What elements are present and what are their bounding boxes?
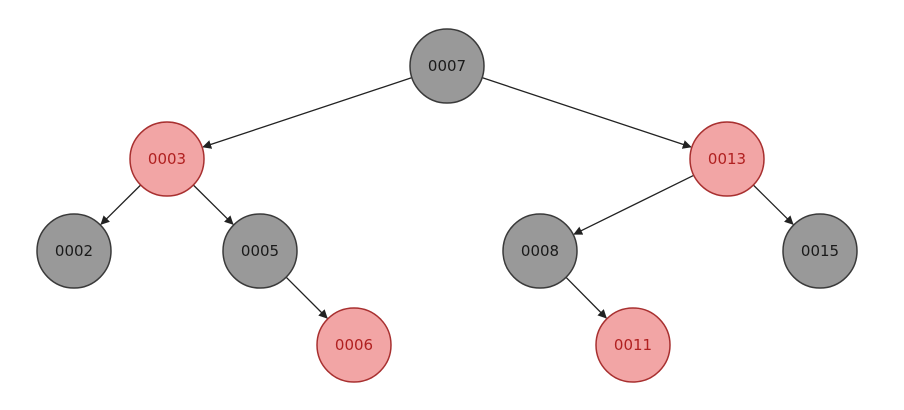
- tree-node-0005: 0005: [222, 213, 298, 289]
- node-label: 0003: [148, 150, 186, 168]
- black-node-circle: [222, 213, 298, 289]
- nodes-layer: 0007 0003 0013 0002 0005 0008 0015 0006 0011: [36, 28, 858, 383]
- tree-node-0003: 0003: [129, 121, 205, 197]
- black-node-circle: [502, 213, 578, 289]
- tree-node-0015: 0015: [782, 213, 858, 289]
- node-label: 0008: [521, 242, 559, 260]
- node-label: 0005: [241, 242, 279, 260]
- edge-0007-to-0003: [202, 77, 413, 149]
- tree-node-0008: 0008: [502, 213, 578, 289]
- tree-node-0006: 0006: [316, 307, 392, 383]
- tree-node-0002: 0002: [36, 213, 112, 289]
- node-label: 0002: [55, 242, 93, 260]
- red-node-circle: [595, 307, 671, 383]
- edge-0013-to-0015: [752, 184, 794, 225]
- node-label: 0013: [708, 150, 746, 168]
- red-node-circle: [316, 307, 392, 383]
- black-node-circle: [409, 28, 485, 104]
- black-node-circle: [782, 213, 858, 289]
- edge-0013-to-0008: [573, 174, 695, 235]
- edge-0003-to-0002: [100, 184, 142, 225]
- node-label: 0006: [335, 336, 373, 354]
- node-label: 0007: [428, 57, 466, 75]
- edge-0005-to-0006: [285, 276, 328, 319]
- node-label: 0011: [614, 336, 652, 354]
- tree-node-0007: 0007: [409, 28, 485, 104]
- black-node-circle: [36, 213, 112, 289]
- node-label: 0015: [801, 242, 839, 260]
- red-node-circle: [689, 121, 765, 197]
- edges-layer: [100, 77, 794, 319]
- edge-0003-to-0005: [192, 184, 234, 225]
- edge-0008-to-0011: [565, 276, 607, 319]
- red-node-circle: [129, 121, 205, 197]
- tree-node-0013: 0013: [689, 121, 765, 197]
- edge-0007-to-0013: [481, 77, 692, 149]
- tree-node-0011: 0011: [595, 307, 671, 383]
